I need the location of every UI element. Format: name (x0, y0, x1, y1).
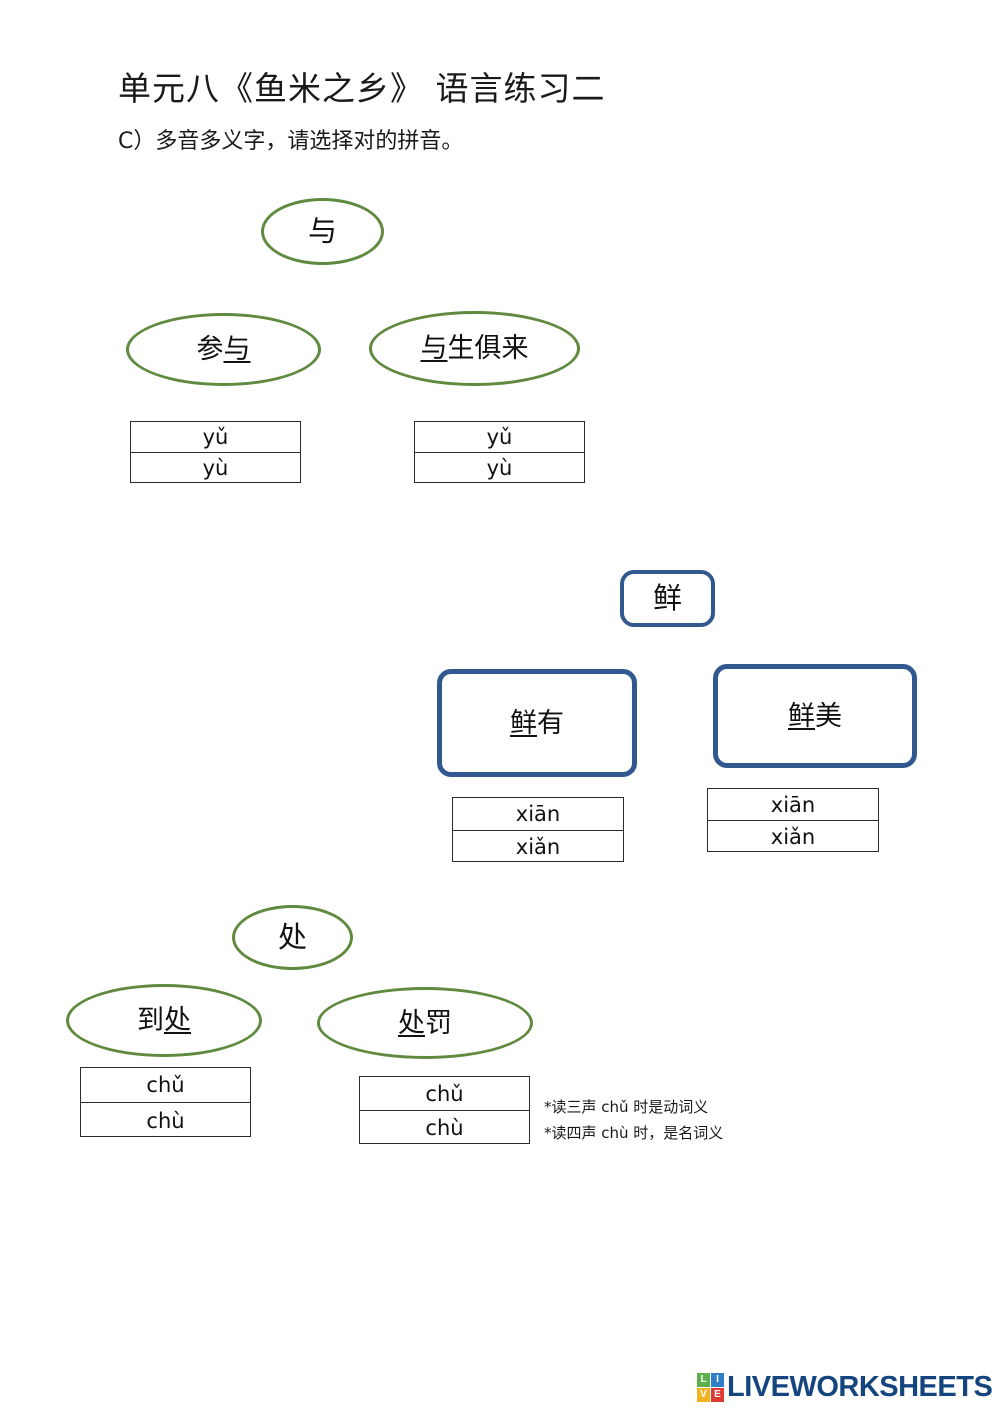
group-chu-item-0-option-box[interactable]: chǔ chù (80, 1067, 251, 1137)
group-chu-item-0-word: 到处 (137, 1007, 191, 1034)
footnote-fourth-tone: *读四声 chù 时，是名词义 (544, 1124, 724, 1142)
liveworksheets-wordmark: LIVEWORKSHEETS (727, 1370, 993, 1403)
word-target-char: 鲜 (788, 700, 815, 732)
option-row[interactable]: chǔ (360, 1077, 529, 1111)
word-suffix: 生俱来 (447, 333, 529, 364)
option-row[interactable]: xiān (453, 798, 623, 831)
group-yu-head-char: 与 (307, 214, 337, 248)
group-xian-head-box: 鲜 (620, 570, 715, 627)
logo-cell-l: L (697, 1372, 710, 1387)
word-suffix: 有 (537, 707, 564, 739)
liveworksheets-logo-mark: L I V E (697, 1372, 724, 1402)
word-target-char: 与 (420, 333, 448, 364)
option-row[interactable]: chù (146, 1108, 185, 1133)
logo-cell-v: V (697, 1387, 710, 1402)
group-xian-item-1-box[interactable]: 鲜美 (713, 664, 917, 768)
group-chu-item-0-bubble[interactable]: 到处 (66, 984, 262, 1057)
group-yu-item-1-bubble[interactable]: 与生俱来 (369, 311, 580, 386)
group-yu-item-0-option-box[interactable]: yǔ yù (130, 421, 301, 483)
group-chu-item-1-word: 处罚 (398, 1010, 452, 1037)
logo-cell-e: E (711, 1387, 724, 1402)
option-row[interactable]: yǔ (131, 422, 300, 453)
word-suffix: 罚 (425, 1007, 452, 1039)
logo-cell-i: I (711, 1372, 724, 1387)
word-prefix: 到 (137, 1005, 164, 1036)
page-title: 单元八《鱼米之乡》 语言练习二 (118, 69, 606, 108)
group-chu-head-char: 处 (277, 920, 307, 954)
word-target-char: 处 (164, 1005, 191, 1036)
group-yu-item-0-word: 参与 (197, 336, 251, 363)
group-yu-item-1-word: 与生俱来 (421, 335, 529, 362)
group-xian-head-char: 鲜 (652, 581, 682, 615)
group-yu-item-0-bubble[interactable]: 参与 (126, 313, 321, 386)
word-prefix: 参 (196, 334, 224, 365)
footnote-third-tone: *读三声 chǔ 时是动词义 (544, 1098, 709, 1116)
group-yu-item-1-option-box[interactable]: yǔ yù (414, 421, 585, 483)
group-xian-item-0-box[interactable]: 鲜有 (437, 669, 637, 777)
liveworksheets-logo: L I V E LIVEWORKSHEETS (697, 1370, 993, 1404)
group-chu-head-bubble: 处 (232, 905, 353, 970)
word-suffix: 美 (815, 700, 842, 732)
option-row[interactable]: yù (202, 456, 229, 480)
option-row[interactable]: xiǎn (515, 834, 561, 859)
group-xian-item-1-option-box[interactable]: xiān xiǎn (707, 788, 879, 852)
option-row[interactable]: chù (425, 1116, 464, 1140)
group-chu-item-1-option-box[interactable]: chǔ chù (359, 1076, 530, 1144)
option-row[interactable]: xiān (708, 789, 878, 821)
group-xian-item-1-word: 鲜美 (788, 703, 842, 730)
group-yu-head-bubble: 与 (261, 198, 384, 265)
instruction-text: C）多音多义字，请选择对的拼音。 (118, 129, 464, 154)
group-xian-item-0-word: 鲜有 (510, 710, 564, 737)
option-row[interactable]: yù (486, 456, 513, 480)
word-target-char: 处 (398, 1007, 425, 1039)
option-row[interactable]: yǔ (415, 422, 584, 453)
word-target-char: 鲜 (510, 707, 537, 739)
option-row[interactable]: xiǎn (770, 824, 816, 849)
group-xian-item-0-option-box[interactable]: xiān xiǎn (452, 797, 624, 862)
word-target-char: 与 (223, 334, 251, 365)
group-chu-item-1-bubble[interactable]: 处罚 (317, 987, 533, 1059)
option-row[interactable]: chǔ (81, 1068, 250, 1103)
